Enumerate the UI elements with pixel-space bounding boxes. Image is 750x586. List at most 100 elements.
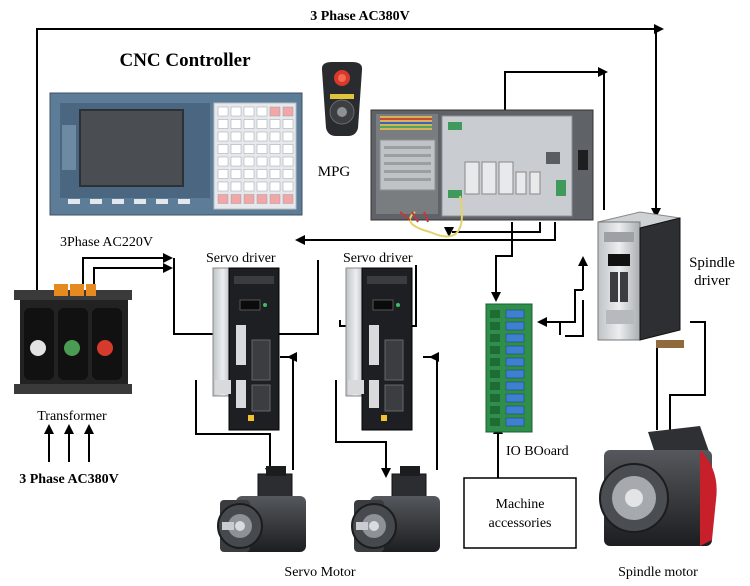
mpg-label: MPG — [318, 164, 351, 180]
io-terminal — [490, 358, 500, 366]
keypad-key — [256, 181, 268, 192]
bottom-power-label: 3 Phase AC380V — [19, 472, 119, 487]
controller-screen — [79, 109, 184, 187]
keypad-key — [256, 106, 268, 117]
keypad-key — [282, 106, 294, 117]
io-terminal — [490, 346, 500, 354]
keypad-key — [282, 131, 294, 142]
io-board-label: IO BOoard — [506, 444, 569, 459]
io-terminal — [490, 418, 500, 426]
keypad-key — [269, 131, 281, 142]
keypad-key — [256, 169, 268, 179]
io-terminal — [490, 406, 500, 414]
mpg-handwheel — [321, 62, 363, 136]
servo-driver-2 — [345, 267, 413, 431]
keypad-key — [217, 144, 229, 154]
keypad-key — [282, 194, 294, 204]
keypad-key — [243, 106, 255, 117]
ac220-label: 3Phase AC220V — [60, 235, 153, 250]
io-terminal — [490, 310, 500, 318]
spindle-driver — [597, 211, 684, 348]
controller-box — [370, 109, 594, 238]
keypad-key — [230, 181, 242, 192]
keypad-key — [217, 181, 229, 192]
keypad-key — [282, 156, 294, 167]
keypad-key — [269, 106, 281, 117]
keypad-key — [217, 194, 229, 204]
io-relay — [505, 417, 525, 427]
keypad-key — [230, 131, 242, 142]
cnc-controller-panel — [49, 92, 303, 216]
keypad-key — [243, 144, 255, 154]
ribbon-cable — [380, 116, 432, 130]
keypad-key — [243, 119, 255, 129]
io-relay — [505, 345, 525, 355]
servo-motor-label: Servo Motor — [284, 565, 356, 580]
io-board — [485, 303, 533, 433]
keypad-key — [256, 144, 268, 154]
keypad-key — [269, 169, 281, 179]
servo-driver-1 — [212, 267, 280, 431]
keypad-key — [230, 156, 242, 167]
spindle-motor — [599, 426, 717, 546]
keypad-key — [217, 119, 229, 129]
keypad-key — [282, 119, 294, 129]
keypad-key — [217, 106, 229, 117]
keypad-key — [269, 181, 281, 192]
spindle-motor-label: Spindle motor — [618, 565, 698, 580]
keypad-key — [269, 144, 281, 154]
keypad-key — [282, 169, 294, 179]
top-power-label: 3 Phase AC380V — [310, 9, 410, 24]
keypad-key — [230, 194, 242, 204]
io-relay — [505, 381, 525, 391]
machine-accessories-box — [463, 477, 577, 549]
keypad-key — [256, 194, 268, 204]
keypad-key — [256, 156, 268, 167]
keypad-key — [230, 169, 242, 179]
keypad-key — [269, 156, 281, 167]
transformer — [14, 284, 132, 394]
io-relay — [505, 393, 525, 403]
keypad-key — [282, 181, 294, 192]
servo-driver-2-label: Servo driver — [343, 251, 413, 266]
io-terminal — [490, 382, 500, 390]
io-board-relays — [490, 309, 525, 427]
keypad-key — [256, 131, 268, 142]
io-relay — [505, 309, 525, 319]
servo-motor-2 — [351, 466, 440, 552]
keypad-key — [243, 131, 255, 142]
transformer-label: Transformer — [37, 409, 107, 424]
keypad-key — [269, 194, 281, 204]
io-relay — [505, 369, 525, 379]
keypad-keys — [217, 106, 294, 204]
keypad-key — [230, 144, 242, 154]
controller-keypad — [213, 102, 297, 210]
io-relay — [505, 405, 525, 415]
io-terminal — [490, 394, 500, 402]
keypad-key — [217, 131, 229, 142]
keypad-key — [243, 169, 255, 179]
cnc-controller-title: CNC Controller — [119, 50, 251, 71]
io-terminal — [490, 370, 500, 378]
wiring — [36, 24, 706, 478]
io-terminal — [490, 322, 500, 330]
keypad-key — [282, 144, 294, 154]
servo-motor-1 — [217, 466, 306, 552]
keypad-key — [217, 169, 229, 179]
softkey-row — [68, 199, 190, 204]
accessories-label-line2: accessories — [489, 516, 552, 531]
keypad-key — [243, 194, 255, 204]
io-relay — [505, 321, 525, 331]
io-relay — [505, 357, 525, 367]
spindle-driver-label-line2: driver — [694, 273, 730, 289]
keypad-key — [243, 181, 255, 192]
io-relay — [505, 333, 525, 343]
spindle-driver-label-line1: Spindle — [689, 255, 735, 271]
keypad-key — [230, 106, 242, 117]
keypad-key — [256, 119, 268, 129]
servo-driver-1-label: Servo driver — [206, 251, 276, 266]
keypad-key — [243, 156, 255, 167]
accessories-label-line1: Machine — [496, 497, 545, 512]
transformer-terminal — [54, 284, 68, 296]
